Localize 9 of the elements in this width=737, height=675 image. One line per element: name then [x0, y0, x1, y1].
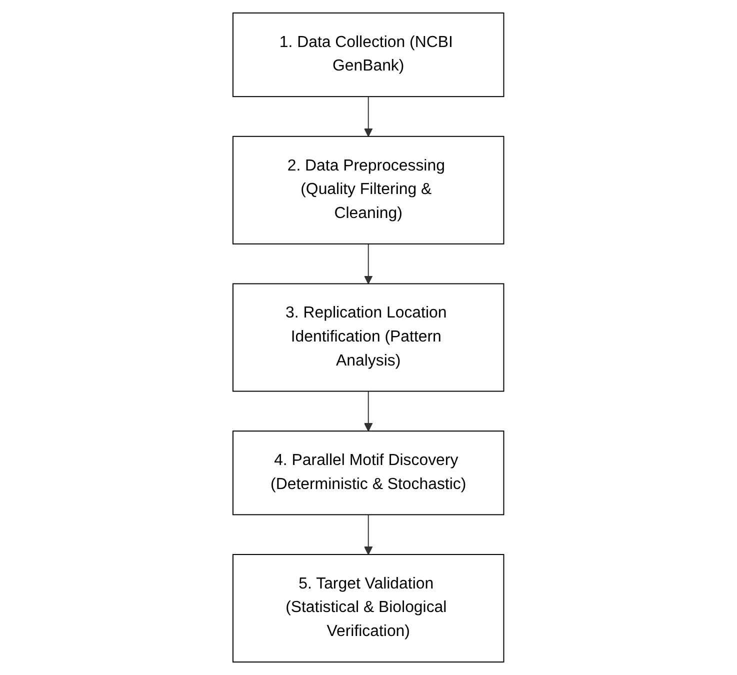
node-box: 2. Data Preprocessing (Quality Filtering & Cleaning): [232, 136, 504, 244]
node-box: 1. Data Collection (NCBI GenBank): [232, 12, 504, 98]
node-box: 5. Target Validation (Statistical & Biological Verification): [232, 554, 504, 663]
arrow: [364, 514, 373, 555]
arrow: [364, 96, 373, 137]
arrow: [364, 243, 373, 284]
arrow: [364, 390, 373, 432]
node-box: 3. Replication Location Identification (Pattern Analysis): [232, 283, 504, 392]
node-box: 4. Parallel Motif Discovery (Deterministic & Stochastic): [232, 430, 504, 516]
